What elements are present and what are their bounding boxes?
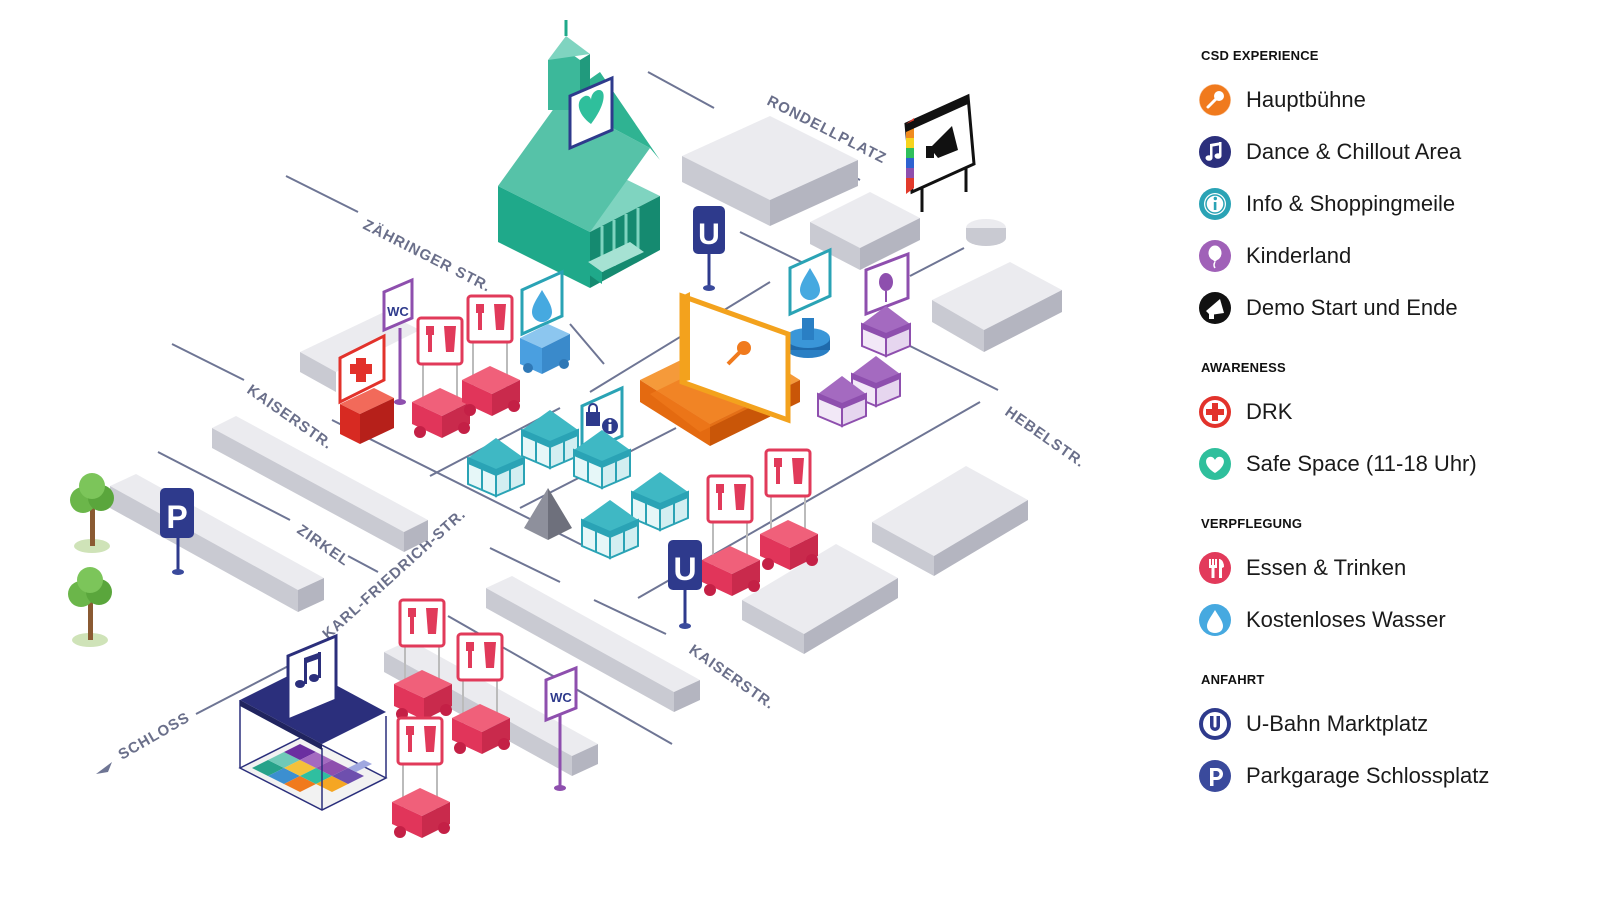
- wc-sign-label: WC: [387, 304, 409, 319]
- heart-icon: [578, 90, 604, 124]
- parking-icon: [1198, 759, 1232, 793]
- info-tent-5: [581, 499, 639, 559]
- balloon-icon: [879, 273, 893, 302]
- music-note-icon: [295, 652, 321, 688]
- cutlery-icon: [1198, 551, 1232, 585]
- legend-item-info: Info & Shoppingmeile: [1198, 178, 1588, 230]
- food-cart-1: [410, 316, 472, 440]
- legend-item-safe-space: Safe Space (11-18 Uhr): [1198, 438, 1588, 490]
- legend-section-title: AWARENESS: [1201, 360, 1286, 375]
- legend: CSD EXPERIENCE Hauptbühne Dance & Chillo…: [1198, 48, 1588, 828]
- church: [498, 20, 660, 288]
- tree-2: [68, 567, 112, 647]
- legend-label: Info & Shoppingmeile: [1246, 191, 1456, 216]
- street-label-zaehringer: ZÄHRINGER STR.: [360, 216, 494, 295]
- legend-label: Kinderland: [1246, 243, 1352, 268]
- street-label-schloss: SCHLOSS: [116, 709, 193, 763]
- street-label-zirkel: ZIRKEL: [294, 521, 353, 569]
- food-cart-7: [390, 716, 452, 840]
- arrow-left-icon: [96, 762, 112, 774]
- legend-label: Hauptbühne: [1246, 87, 1366, 112]
- water-cart: [520, 269, 570, 374]
- legend-label: DRK: [1246, 399, 1293, 424]
- shopping-bag-icon: [586, 403, 600, 426]
- legend-item-parking: Parkgarage Schlossplatz: [1198, 750, 1588, 802]
- info-icon: [602, 418, 618, 434]
- legend-item-food: Essen & Trinken: [1198, 542, 1588, 594]
- wc-sign-2: WC: [544, 665, 578, 791]
- water-fountain: [786, 247, 832, 358]
- ubahn-sign-2-label: U: [673, 551, 696, 587]
- music-note-icon: [1198, 135, 1232, 169]
- info-tent-1: [521, 409, 579, 469]
- ubahn-sign: U: [693, 206, 725, 291]
- water-drop-icon: [1198, 603, 1232, 637]
- legend-section-title: VERPFLEGUNG: [1201, 516, 1303, 531]
- legend-item-water: Kostenloses Wasser: [1198, 594, 1588, 646]
- legend-item-dance: Dance & Chillout Area: [1198, 126, 1588, 178]
- legend-label: Essen & Trinken: [1246, 555, 1407, 580]
- street-label-kaiser-bottom: KAISERSTR.: [686, 641, 778, 713]
- heart-icon: [1198, 447, 1232, 481]
- wc-sign-2-label: WC: [550, 690, 572, 705]
- legend-label: Demo Start und Ende: [1246, 295, 1458, 320]
- safe-space-sign: [568, 75, 614, 151]
- kinderland-sign: [864, 251, 910, 317]
- red-cross-icon: [1198, 395, 1232, 429]
- street-label-hebel: HEBELSTR.: [1002, 403, 1089, 471]
- pyramid: [524, 488, 572, 540]
- red-cross-icon: [350, 358, 372, 382]
- food-cart-4: [758, 448, 820, 572]
- water-drop-icon-2: [800, 268, 820, 300]
- drk-station: [338, 333, 394, 444]
- legend-section-csd-experience: CSD EXPERIENCE Hauptbühne Dance & Chillo…: [1198, 48, 1588, 334]
- parking-sign-label: P: [166, 499, 187, 535]
- legend-label: Parkgarage Schlossplatz: [1246, 763, 1490, 788]
- legend-item-demo: Demo Start und Ende: [1198, 282, 1588, 334]
- water-drop-icon: [532, 290, 552, 322]
- main-stage: [640, 292, 800, 446]
- legend-item-hauptbuehne: Hauptbühne: [1198, 74, 1588, 126]
- food-cart-2: [460, 294, 522, 418]
- info-tent-2: [467, 437, 525, 497]
- legend-section-awareness: AWARENESS DRK Safe Space (11-18 Uhr): [1198, 360, 1588, 490]
- legend-label: U-Bahn Marktplatz: [1246, 711, 1429, 736]
- ubahn-sign-label: U: [698, 218, 720, 251]
- microphone-icon: [726, 341, 751, 366]
- event-map: RONDELLPLATZ ZÄHRINGER STR. KAISERSTR. H…: [68, 20, 1089, 840]
- legend-section-anfahrt: ANFAHRT U-Bahn Marktplatz Parkgarage Sch…: [1198, 672, 1588, 802]
- legend-section-title: CSD EXPERIENCE: [1201, 48, 1319, 63]
- demo-billboard: [904, 93, 976, 212]
- megaphone-icon: [1198, 291, 1232, 325]
- tree-1: [70, 473, 114, 553]
- microphone-icon: [1198, 83, 1232, 117]
- parking-sign: P: [160, 488, 194, 575]
- ubahn-sign-2: U: [668, 540, 702, 629]
- legend-label: Kostenloses Wasser: [1246, 607, 1446, 632]
- info-icon: [1198, 187, 1232, 221]
- legend-item-drk: DRK: [1198, 386, 1588, 438]
- megaphone-icon: [926, 126, 958, 158]
- food-cart-3: [700, 474, 762, 598]
- dance-area: [238, 633, 388, 811]
- buildings: [110, 116, 1062, 776]
- ubahn-icon: [1198, 707, 1232, 741]
- balloon-icon: [1198, 239, 1232, 273]
- legend-section-verpflegung: VERPFLEGUNG Essen & Trinken Kostenloses …: [1198, 516, 1588, 646]
- legend-item-ubahn: U-Bahn Marktplatz: [1198, 698, 1588, 750]
- legend-label: Safe Space (11-18 Uhr): [1246, 451, 1477, 476]
- legend-section-title: ANFAHRT: [1201, 672, 1265, 687]
- info-tent-4: [631, 471, 689, 531]
- legend-label: Dance & Chillout Area: [1246, 139, 1462, 164]
- legend-item-kinderland: Kinderland: [1198, 230, 1588, 282]
- wc-sign: WC: [382, 277, 414, 405]
